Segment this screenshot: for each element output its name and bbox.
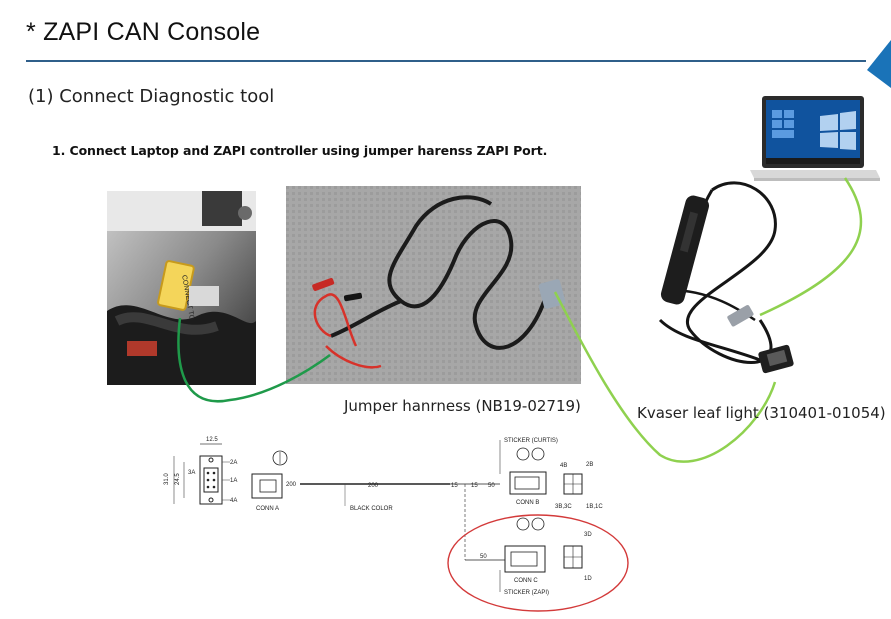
len-200-left: 200 [286, 482, 297, 488]
pin-4b: 4B [560, 463, 567, 469]
zapi-port-highlight [447, 514, 629, 612]
pin-3d: 3D [584, 532, 592, 538]
pin-1b1c: 1B,1C [586, 504, 603, 510]
dim-12-5: 12.5 [206, 437, 218, 443]
wiring-diagram: 12.5 31.0 24.5 2A 3A 1A 4A CONN A 200 20… [164, 437, 629, 612]
sticker-zapi-label: STICKER (ZAPI) [504, 590, 549, 596]
pin-2a: 2A [230, 460, 237, 466]
pin-2b: 2B [586, 462, 593, 468]
page-title: * ZAPI CAN Console [26, 18, 261, 46]
pin-3b3c: 3B,3C [555, 504, 572, 510]
len-50-b: 50 [480, 554, 487, 560]
len-15-a: 15 [451, 483, 458, 489]
step-instruction: 1. Connect Laptop and ZAPI controller us… [52, 143, 548, 158]
kvaser-caption: Kvaser leaf light (310401-01054) [637, 404, 886, 422]
laptop-image [750, 94, 880, 189]
conn-b-label: CONN B [516, 500, 539, 506]
title-divider [26, 60, 866, 62]
harness-photo [286, 186, 581, 384]
len-200: 200 [368, 483, 379, 489]
corner-accent [867, 40, 891, 88]
pin-4a: 4A [230, 498, 237, 504]
section-heading: (1) Connect Diagnostic tool [28, 86, 275, 107]
sticker-curtis-label: STICKER (CURTIS) [504, 438, 558, 444]
len-15-b: 15 [471, 483, 478, 489]
pin-3a: 3A [188, 470, 195, 476]
controller-photo: CONNECT TO [107, 191, 256, 385]
dim-31-0: 31.0 [164, 473, 170, 485]
conn-a-label: CONN A [256, 506, 279, 512]
pin-1a: 1A [230, 478, 237, 484]
conn-c-label: CONN C [514, 578, 538, 584]
harness-caption: Jumper hanrness (NB19-02719) [344, 397, 581, 415]
pin-1d: 1D [584, 576, 592, 582]
black-color-label: BLACK COLOR [350, 506, 393, 512]
dim-24-5: 24.5 [175, 473, 181, 485]
len-50-a: 50 [488, 483, 495, 489]
kvaser-leaf-light [658, 181, 794, 374]
